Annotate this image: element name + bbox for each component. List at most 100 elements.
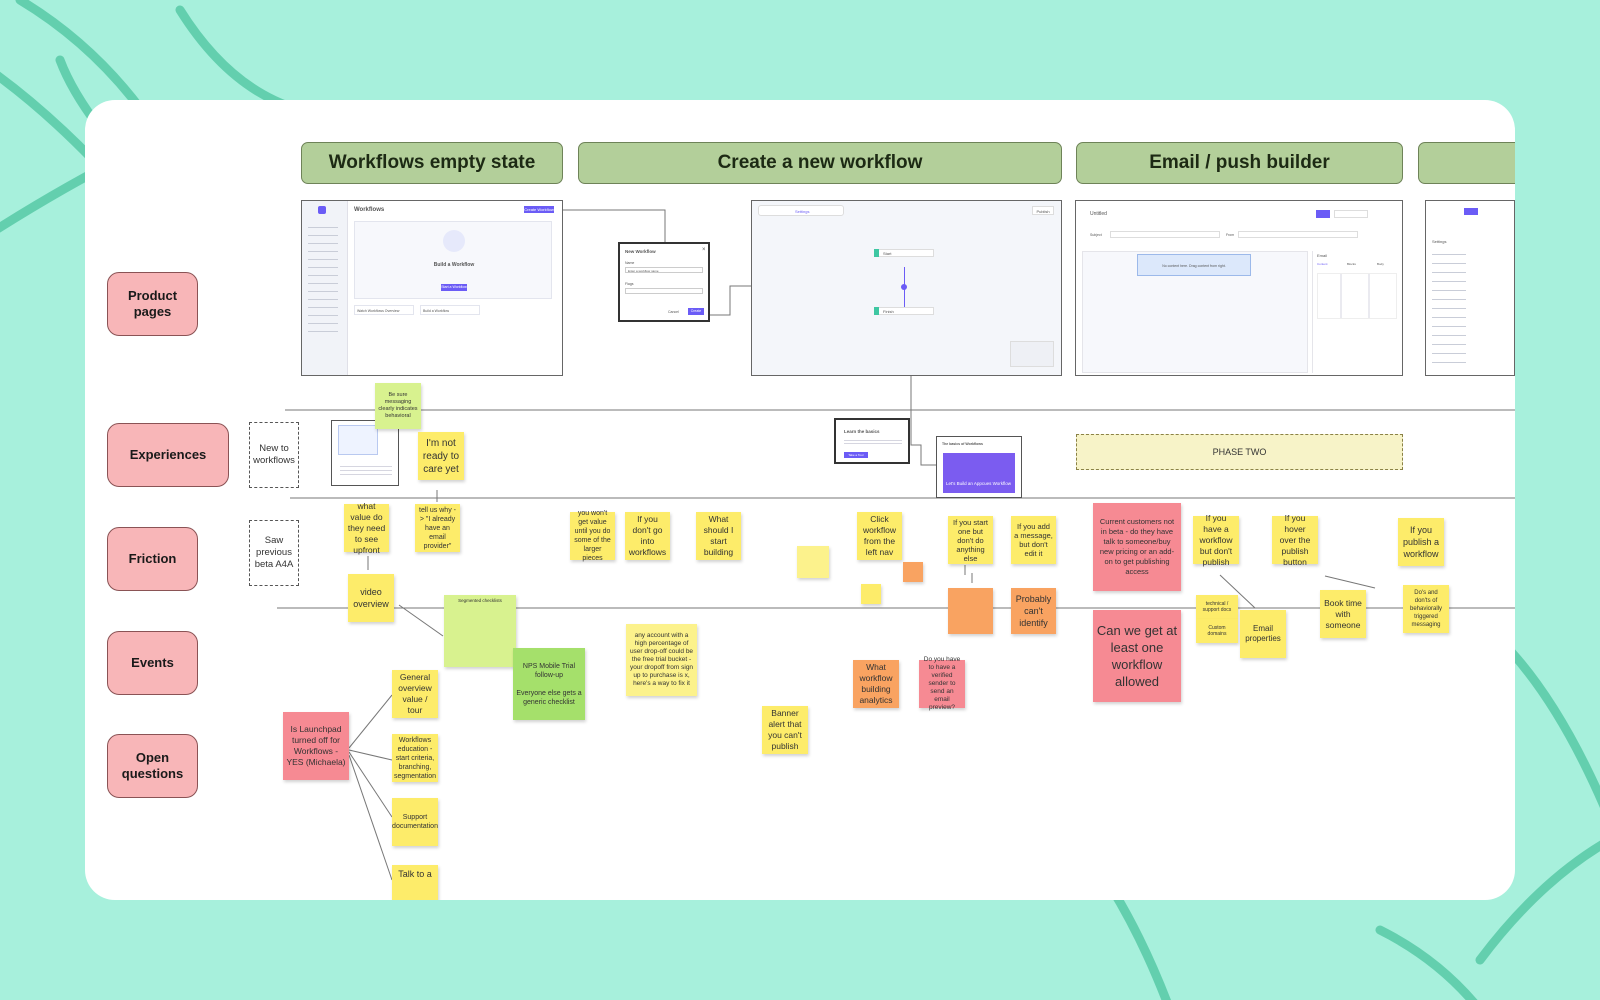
sticky-tell-us-why: tell us why -> "I already have an email …	[415, 504, 460, 552]
modal-close-icon[interactable]: ×	[702, 247, 706, 253]
learn-basics-title: Learn the basics	[844, 429, 880, 434]
email-panel-tab-content[interactable]: Content	[1317, 262, 1328, 266]
sticky-start-one: If you start one but don't do anything e…	[948, 516, 993, 564]
experience-checklist-preview	[331, 420, 399, 486]
modal-name-label: Name	[625, 261, 635, 265]
appcues-logo-icon	[318, 206, 326, 214]
modal-create-button[interactable]: Create	[688, 308, 704, 315]
sticky-workflows-education: Workflows education - start criteria, br…	[392, 734, 438, 782]
screenshot-settings: Settings	[1425, 200, 1515, 376]
sticky-what-should-i-build: What should I start building	[696, 512, 741, 560]
modal-flags-label: Flags	[625, 282, 634, 286]
sticky-email-properties: Email properties	[1240, 610, 1286, 658]
footer-item-build[interactable]: Build a Workflow	[420, 305, 480, 315]
sticky-what-analytics: What workflow building analytics	[853, 660, 899, 708]
sticky-dont-go-into-workflows: If you don't go into workflows	[625, 512, 670, 560]
screenshot-workflow-builder: Settings Publish Start Finish	[751, 200, 1062, 376]
sticky-probably-cant-identify: Probably can't identify	[1011, 588, 1056, 634]
email-panel-tab-blocks[interactable]: Blocks	[1347, 262, 1356, 266]
email-drop-zone[interactable]: No content here. Drag content from right…	[1137, 254, 1251, 276]
take-tour-button[interactable]: Take a Tour	[844, 452, 868, 458]
email-send-test-button[interactable]	[1334, 210, 1368, 218]
builder-toolbar: Settings	[758, 205, 844, 216]
stage-header-next-cut-off	[1418, 142, 1515, 184]
sticky-banner-alert: Banner alert that you can't publish	[762, 706, 808, 754]
experience-basics-preview: The basics of Workflows Let's Build an A…	[936, 436, 1022, 498]
email-canvas: No content here. Drag content from right…	[1082, 251, 1308, 373]
screenshot-new-workflow-modal: New Workflow × Name Enter a workflow nam…	[618, 242, 710, 322]
experience-learn-basics-modal: Learn the basics Take a Tour	[834, 418, 910, 464]
basics-card-banner: Let's Build an Appcues Workflow	[943, 453, 1015, 493]
lane-open-questions: Open questions	[107, 734, 198, 798]
screenshot-email-builder: Untitled Subject From No content here. D…	[1075, 200, 1403, 376]
screenshot-workflows-empty-state: Workflows Create Workflow Build a Workfl…	[301, 200, 563, 376]
stage-header-empty-state: Workflows empty state	[301, 142, 563, 184]
lane-friction: Friction	[107, 527, 198, 591]
builder-minimap[interactable]	[1010, 341, 1054, 367]
settings-nav-lines	[1432, 249, 1466, 364]
sticky-custom-domains: Custom domains	[1196, 619, 1238, 643]
sticky-what-value: what value do they need to see upfront	[344, 501, 389, 555]
create-workflow-button[interactable]: Create Workflow	[524, 206, 554, 213]
sticky-have-workflow-no-publish: If you have a workflow but don't publish	[1193, 513, 1239, 567]
settings-title: Settings	[1432, 239, 1447, 244]
learn-basics-text	[844, 438, 902, 446]
sticky-small-note	[797, 546, 829, 578]
sticky-launchpad-turned-off: Is Launchpad turned off for Workflows - …	[283, 712, 349, 780]
sticky-publish-workflow: If you publish a workflow	[1398, 518, 1444, 566]
add-step-icon[interactable]	[901, 284, 907, 290]
sidebar-nav-lines	[308, 223, 338, 333]
email-save-button[interactable]	[1316, 210, 1330, 218]
checklist-text-lines	[340, 463, 392, 477]
sticky-small-orange-note	[948, 588, 993, 634]
sticky-current-customers: Current customers not in beta - do they …	[1093, 503, 1181, 591]
start-workflow-button[interactable]: Start a Workflow	[441, 284, 467, 291]
sticky-you-wont-get-value: you won't get value until you do some of…	[570, 510, 615, 562]
finish-node[interactable]: Finish	[876, 307, 934, 315]
sticky-talk-to: Talk to a	[392, 865, 438, 900]
sticky-verified-sender: Do you have to have a verified sender to…	[919, 656, 965, 711]
sticky-segmented-checklists: Segmented checklists	[444, 595, 516, 667]
stage-header-create-workflow: Create a new workflow	[578, 142, 1062, 184]
basics-card-title: The basics of Workflows	[942, 442, 983, 446]
builder-publish-button[interactable]: Publish	[1032, 206, 1054, 215]
sticky-click-workflow-left-nav: Click workflow from the left nav	[857, 512, 902, 560]
settings-upgrade-button[interactable]	[1464, 208, 1478, 215]
email-from-input[interactable]	[1238, 231, 1358, 238]
email-title: Untitled	[1090, 211, 1107, 217]
lane-events: Events	[107, 631, 198, 695]
phase-two-placeholder: PHASE TWO	[1076, 434, 1403, 470]
start-node-marker	[874, 249, 879, 257]
start-node[interactable]: Start	[876, 249, 934, 257]
segment-saw-previous-beta: Saw previous beta A4A	[249, 520, 299, 586]
modal-title: New Workflow	[625, 249, 656, 254]
email-subject-input[interactable]	[1110, 231, 1220, 238]
email-subject-label: Subject	[1090, 233, 1102, 237]
screenshot-sidebar	[302, 201, 348, 375]
modal-name-input[interactable]: Enter a workflow name	[625, 267, 703, 273]
lane-product-pages: Product pages	[107, 272, 198, 336]
sticky-not-ready: I'm not ready to care yet	[418, 432, 464, 480]
footer-item-overview[interactable]: Watch Workflows Overview	[354, 305, 414, 315]
email-panel-tab-body[interactable]: Body	[1377, 262, 1384, 266]
modal-flags-select[interactable]	[625, 288, 703, 294]
workflow-illustration-icon	[443, 230, 465, 252]
build-workflow-card: Build a Workflow Start a Workflow	[354, 221, 552, 299]
email-panel-title: Email	[1317, 253, 1328, 258]
empty-state-header: Workflows	[354, 207, 385, 213]
sticky-hover-publish: If you hover over the publish button	[1272, 513, 1318, 567]
email-from-label: From	[1226, 233, 1235, 237]
sticky-tiny-note-1	[861, 584, 881, 604]
stage-header-email-builder: Email / push builder	[1076, 142, 1403, 184]
modal-cancel-button[interactable]: Cancel	[668, 310, 679, 314]
sticky-technical-docs: technical / support docs	[1196, 595, 1238, 619]
sticky-any-account-dropoff: any account with a high percentage of us…	[626, 624, 697, 696]
email-block-grid[interactable]	[1317, 273, 1397, 319]
sticky-support-documentation: Support documentation	[392, 798, 438, 846]
segment-new-to-workflows: New to workflows	[249, 422, 299, 488]
sticky-book-time: Book time with someone	[1320, 590, 1366, 638]
builder-settings-tab[interactable]: Settings	[795, 209, 810, 214]
sticky-add-message: If you add a message, but don't edit it	[1011, 516, 1056, 564]
